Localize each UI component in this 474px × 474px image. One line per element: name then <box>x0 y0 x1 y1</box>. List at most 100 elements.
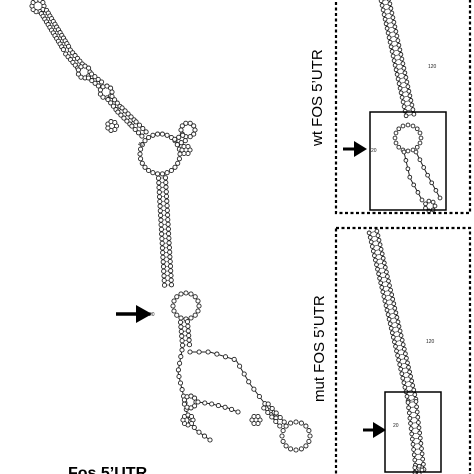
nucleotide <box>407 415 413 421</box>
nucleotide <box>179 123 185 129</box>
nucleotide <box>136 122 143 128</box>
nucleotide <box>178 315 184 321</box>
nucleotide <box>191 424 197 431</box>
nucleotide <box>403 113 409 119</box>
nucleotide <box>386 316 392 322</box>
nucleotide <box>179 347 185 353</box>
nucleotide <box>184 394 190 400</box>
nucleotide <box>376 271 381 277</box>
nucleotide <box>112 119 118 126</box>
nucleotide <box>182 138 188 144</box>
nucleotide <box>382 298 388 304</box>
mut-structure-drawing <box>366 228 427 474</box>
nucleotide <box>172 136 178 142</box>
wt-number-20: 20 <box>371 148 377 154</box>
nucleotide <box>181 397 187 403</box>
nucleotide <box>185 323 191 329</box>
nucleotide <box>146 167 152 174</box>
nucleotide <box>378 0 384 4</box>
nucleotide <box>385 312 391 317</box>
nucleotide <box>172 164 178 170</box>
nucleotide <box>386 278 391 284</box>
wt-structure-drawing <box>378 0 443 214</box>
nucleotide <box>119 105 125 111</box>
nucleotide <box>366 230 372 236</box>
nucleotide <box>393 140 399 146</box>
nucleotide <box>293 419 299 425</box>
nucleotide <box>399 337 405 343</box>
nucleotide <box>406 364 411 370</box>
nucleotide <box>109 93 115 99</box>
nucleotide <box>89 78 95 84</box>
nucleotide <box>187 349 193 355</box>
nucleotide <box>380 255 386 261</box>
nucleotide <box>398 90 404 96</box>
nucleotide <box>186 337 192 343</box>
nucleotide <box>418 135 424 141</box>
nucleotide <box>392 339 397 345</box>
nucleotide <box>178 127 184 133</box>
nucleotide <box>413 149 419 155</box>
nucleotide <box>393 310 399 316</box>
nucleotide <box>273 418 279 425</box>
nucleotide <box>237 363 243 369</box>
nucleotide <box>168 277 174 283</box>
nucleotide <box>191 123 197 129</box>
nucleotide <box>384 26 390 31</box>
nucleotide <box>390 53 396 59</box>
nucleotide <box>180 132 186 138</box>
nucleotide <box>414 144 420 150</box>
nucleotide <box>255 413 261 420</box>
nucleotide <box>381 260 387 266</box>
nucleotide <box>97 87 103 93</box>
nucleotide <box>100 94 106 100</box>
nucleotide <box>394 33 400 39</box>
nucleotide <box>118 112 124 118</box>
nucleotide <box>165 217 171 223</box>
nucleotide <box>430 199 436 205</box>
nucleotide <box>384 307 390 313</box>
nucleotide <box>174 294 180 300</box>
nucleotide <box>229 406 235 412</box>
wt-highlight-box <box>369 111 447 211</box>
nucleotide <box>158 212 164 218</box>
nucleotide <box>391 301 397 307</box>
nucleotide <box>175 367 181 373</box>
nucleotide <box>214 351 220 357</box>
nucleotide <box>397 85 403 91</box>
nucleotide <box>188 315 194 321</box>
nucleotide <box>139 142 145 148</box>
nucleotide <box>390 334 396 340</box>
nucleotide <box>265 401 271 407</box>
nucleotide <box>277 414 283 421</box>
nucleotide <box>139 133 145 139</box>
nucleotide <box>95 83 101 89</box>
nucleotide <box>195 399 201 405</box>
nucleotide <box>401 380 407 386</box>
nucleotide <box>168 272 174 279</box>
nucleotide <box>269 405 275 412</box>
nucleotide <box>192 395 198 401</box>
nucleotide <box>231 356 237 362</box>
nucleotide <box>122 108 128 114</box>
nucleotide <box>187 134 193 140</box>
nucleotide <box>177 380 184 386</box>
nucleotide <box>163 184 169 190</box>
nucleotide <box>174 142 180 148</box>
nucleotide <box>168 167 174 174</box>
nucleotide <box>150 170 156 176</box>
nucleotide <box>415 414 421 420</box>
nucleotide <box>166 231 172 237</box>
nucleotide <box>409 431 415 437</box>
nucleotide <box>386 0 392 2</box>
nucleotide <box>179 387 185 393</box>
nucleotide <box>389 10 395 16</box>
nucleotide <box>142 138 148 144</box>
nucleotide <box>160 254 166 260</box>
nucleotide <box>303 443 309 449</box>
nucleotide <box>398 52 404 57</box>
nucleotide <box>383 21 389 27</box>
nucleotide <box>163 179 169 186</box>
nucleotide <box>158 222 164 228</box>
nucleotide <box>421 165 427 170</box>
